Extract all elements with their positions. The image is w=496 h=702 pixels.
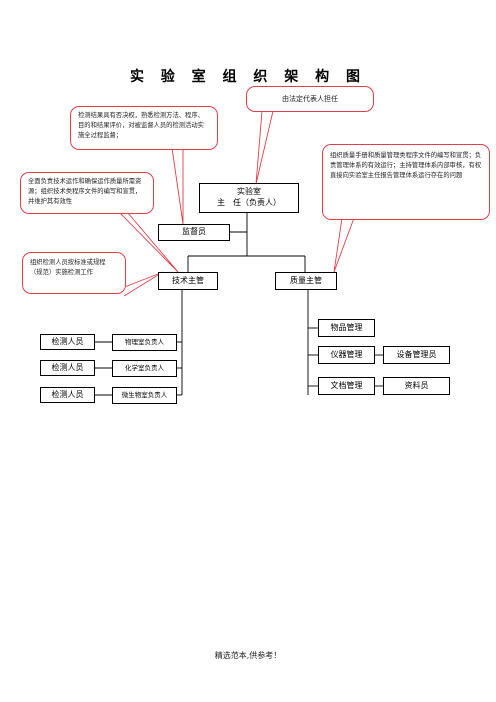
- technical-manager-label: 技术主管: [172, 275, 204, 285]
- callout-pointer-legal: [255, 110, 274, 185]
- quality-manager-box: 质量主管: [275, 272, 337, 290]
- callout-text: 检测结果具有否决权，熟悉检测方法、程序、目的和结果评价，对被监督人员的检测活动实…: [78, 112, 204, 140]
- page-footer: 精选范本,供参考！: [214, 651, 282, 660]
- document-management-label: 文档管理: [330, 380, 363, 390]
- callout-text: 组织质量手册和质量管理类程序文件的编写和宣贯；负责管理体系的有效运行；主持管理体…: [330, 152, 482, 180]
- callout-text: 由法定代表人担任: [282, 95, 338, 103]
- physics-lead-box: 物理室负责人: [112, 334, 177, 351]
- callout-pointer-tester: [121, 271, 164, 297]
- callout-pointer-quality: [333, 217, 355, 273]
- microbiology-lead-label: 微生物室负责人: [121, 391, 168, 400]
- document-management-box: 文档管理: [318, 377, 375, 395]
- director-role: 主 任（负责人）: [217, 198, 281, 207]
- tester-label: 检测人员: [51, 389, 84, 399]
- tester-label: 检测人员: [51, 336, 84, 346]
- callout-text: 全面负责技术运作和确保运作质量所需资源；组织技术类程序文件的编写和宣贯，并维护其…: [28, 178, 142, 206]
- supervisor-label: 监督员: [182, 227, 206, 237]
- tester-box-3: 检测人员: [40, 387, 95, 403]
- callout-quality-manager: 组织质量手册和质量管理类程序文件的编写和宣贯；负责管理体系的有效运行；主持管理体…: [322, 144, 490, 220]
- supervisor-box: 监督员: [158, 224, 230, 241]
- director-box: 实验室 主 任（负责人）: [199, 183, 299, 213]
- instrument-management-box: 仪器管理: [318, 346, 375, 364]
- callout-pointer-technical: [119, 212, 179, 273]
- director-title: 实验室: [237, 187, 261, 197]
- page-title: 实 验 室 组 织 架 构 图: [129, 69, 367, 85]
- goods-management-label: 物品管理: [330, 322, 363, 332]
- callout-technical-manager: 全面负责技术运作和确保运作质量所需资源；组织技术类程序文件的编写和宣贯，并维护其…: [20, 172, 154, 214]
- callout-text: 组织检测人员按标准或规程（规范）实施检测工作: [30, 259, 106, 277]
- callout-legal-representative: 由法定代表人担任: [246, 86, 374, 112]
- goods-management-box: 物品管理: [318, 319, 375, 337]
- callout-pointer-supervisor: [171, 147, 184, 225]
- callout-supervisor: 检测结果具有否决权，熟悉检测方法、程序、目的和结果评价，对被监督人员的检测活动实…: [70, 106, 218, 150]
- callout-testers: 组织检测人员按标准或规程（规范）实施检测工作: [22, 252, 126, 294]
- chemistry-lead-box: 化学室负责人: [112, 360, 177, 377]
- equipment-admin-label: 设备管理员: [396, 349, 437, 359]
- records-clerk-box: 资料员: [383, 377, 450, 395]
- chemistry-lead-label: 化学室负责人: [125, 364, 164, 373]
- records-clerk-label: 资料员: [404, 380, 429, 390]
- quality-manager-label: 质量主管: [290, 275, 322, 285]
- technical-manager-box: 技术主管: [158, 272, 218, 290]
- tester-box-1: 检测人员: [40, 334, 95, 350]
- tester-label: 检测人员: [51, 362, 84, 372]
- equipment-admin-box: 设备管理员: [383, 346, 450, 364]
- microbiology-lead-box: 微生物室负责人: [112, 387, 177, 404]
- physics-lead-label: 物理室负责人: [125, 338, 164, 347]
- instrument-management-label: 仪器管理: [330, 349, 363, 359]
- tester-box-2: 检测人员: [40, 360, 95, 376]
